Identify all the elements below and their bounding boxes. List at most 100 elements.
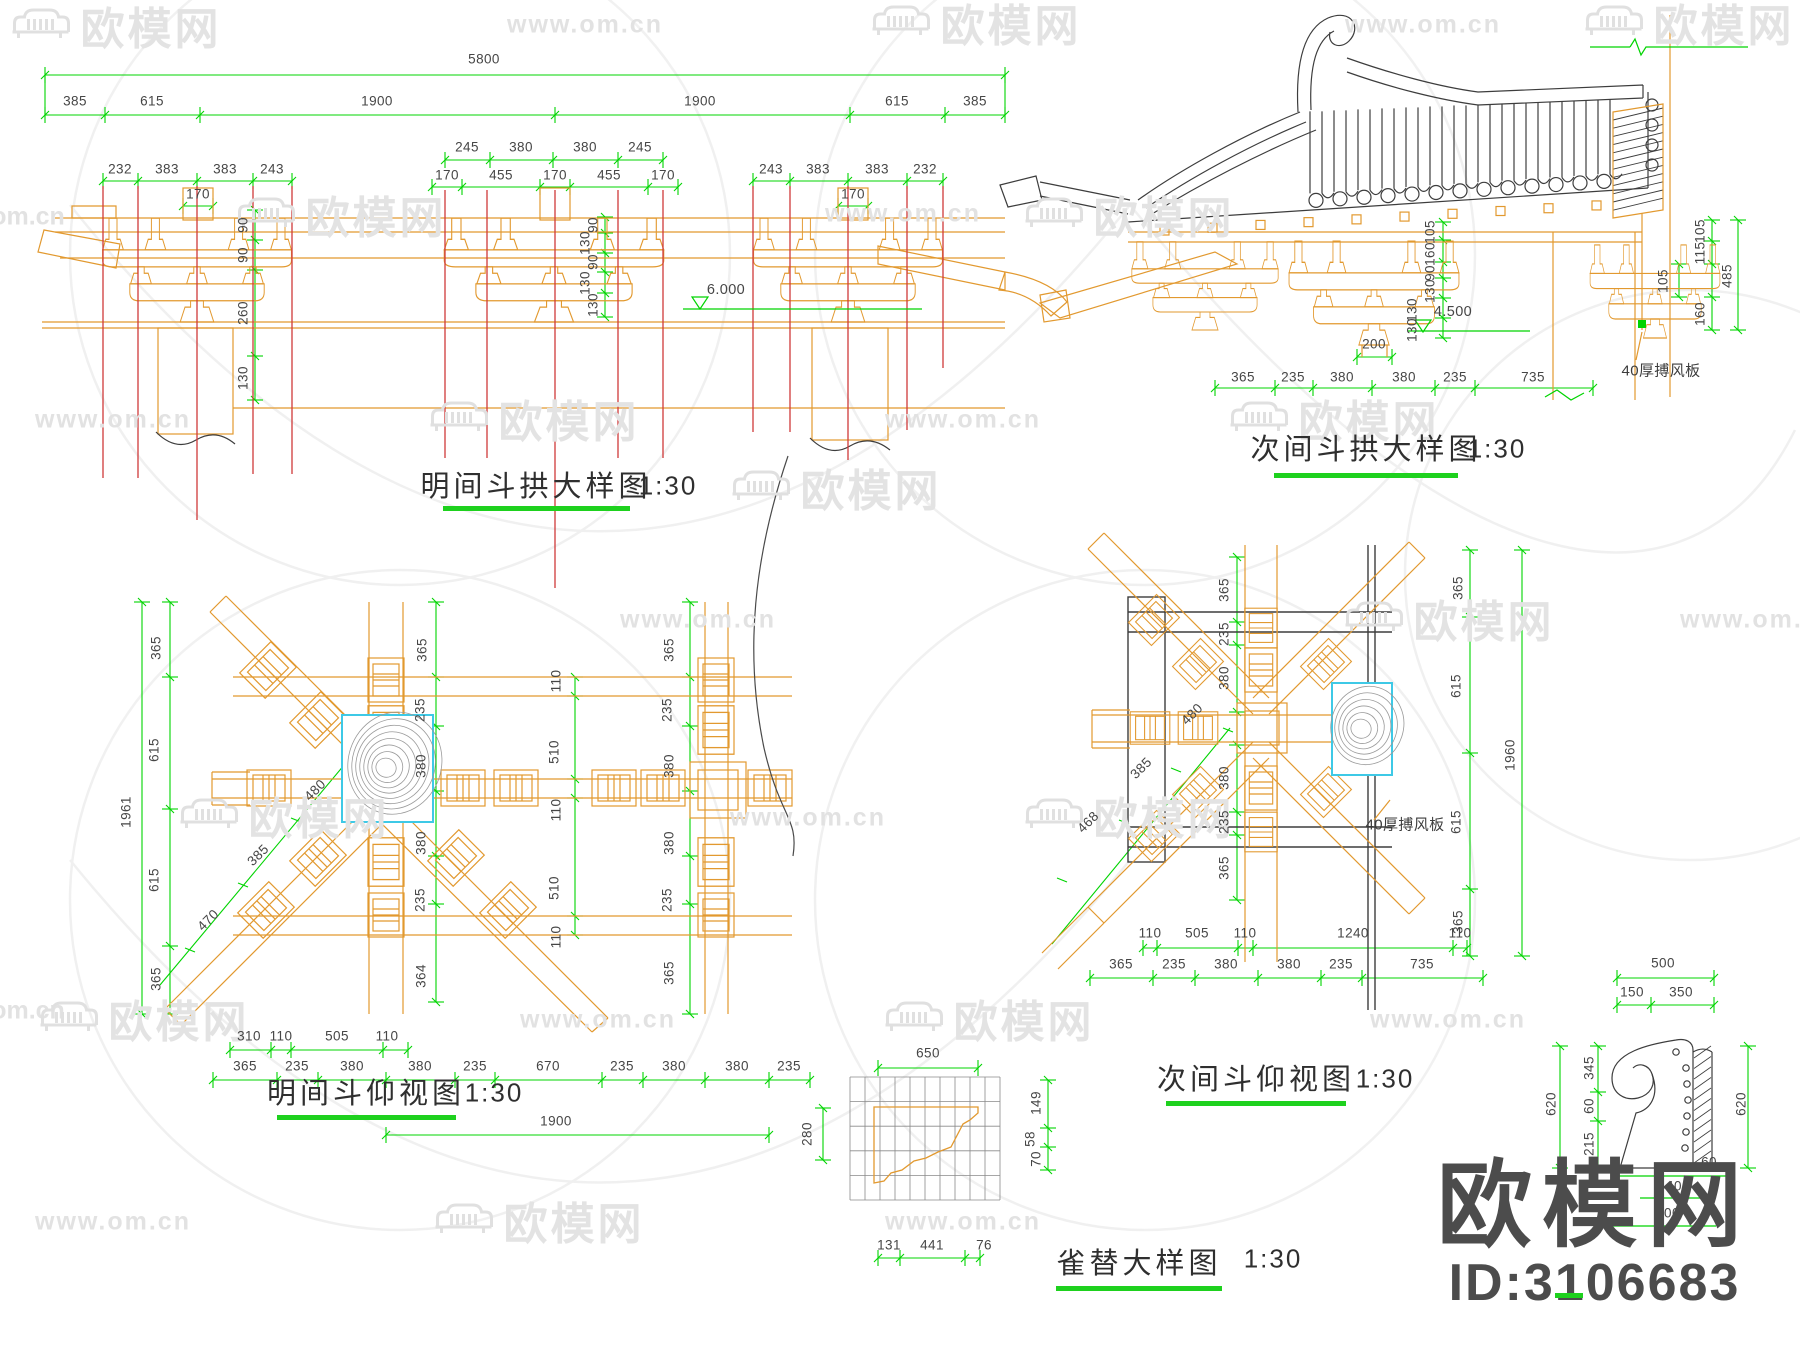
plan_cijian-dim-label: 365 [1450,576,1466,600]
elev_mingjian-dim-label: 455 [597,167,621,183]
plan_cijian-dim-label: 235 [1329,956,1353,972]
plan_mingjian-dim-label: 380 [661,754,677,778]
plan_cijian-dim-label: 615 [1448,810,1464,834]
elev_cijian-dim-label: 235 [1443,369,1467,385]
plan_mingjian-dim-label: 365 [233,1058,257,1074]
plan_mingjian-dim-label: 1900 [540,1113,572,1129]
elev_cijian-dim-label: 160 [1422,242,1438,266]
plan_cijian-dim-label: 615 [1448,674,1464,698]
plan_cijian-dim-label: 110 [1138,925,1162,941]
plan_mingjian-dim-label: 670 [536,1058,560,1074]
bofengban-linework [1611,1038,1713,1169]
elev_mingjian-dim-label: 5800 [468,51,500,67]
note-label: 40厚搏风板 [1365,816,1445,834]
plan_cijian-dim-label: 1960 [1502,739,1518,771]
plan_mingjian-dim-label: 235 [463,1058,487,1074]
plan_cijian-dim-label: 505 [1185,925,1209,941]
plan_cijian-dim-label: 110 [1233,925,1257,941]
elev_mingjian-dim-label: 383 [806,161,830,177]
plan_mingjian-dim-label: 110 [269,1028,293,1044]
break-line [753,455,795,857]
elev_mingjian-dim-label: 245 [455,139,479,155]
bofengban-dim-label: 620 [1543,1092,1559,1116]
bofengban-dim-label: 440 [1658,1178,1682,1194]
elev_mingjian-dim-label: 90 [585,254,601,270]
elev_mingjian-dim-label: 170 [651,167,675,183]
elev_cijian-dim-label: 105 [1655,269,1671,293]
wood-grain [347,711,443,815]
wood-grain [1330,685,1405,766]
plan_mingjian-dim-label: 380 [662,1058,686,1074]
plan_cijian-dim-label: 380 [1216,766,1232,790]
drawing-scale: 1:30 [1243,1243,1303,1274]
watermark-circles [68,0,1800,1232]
elev_cijian-dim-label: 735 [1521,369,1545,385]
elev_mingjian-dim-label: 170 [543,167,567,183]
bofengban-dim-label: 500 [1651,955,1675,971]
plan_cijian-dim-label: 365 [1216,578,1232,602]
plan_mingjian-dim-label: 235 [412,888,428,912]
queti-grid [849,1076,1001,1201]
queti-dim-label: 76 [976,1237,992,1253]
plan_mingjian-dim-label: 380 [725,1058,749,1074]
elev_mingjian-dim-label: 615 [885,93,909,109]
plan_mingjian-dim-label: 615 [146,738,162,762]
dimension-lines [40,67,1756,1266]
plan_mingjian-dim-label: 235 [659,698,675,722]
plan_mingjian-dim-label: 110 [375,1028,399,1044]
title-underline [1166,1101,1346,1106]
elevation-mingjian-linework [37,187,1068,441]
elev_cijian-dim-label: 105 [1692,219,1708,243]
plan_mingjian-dim-label: 380 [413,754,429,778]
queti-dim-label: 441 [920,1237,944,1253]
plan_cijian-dim-label: 365 [1109,956,1133,972]
elev_cijian-dim-label: 365 [1231,369,1255,385]
elev_mingjian-dim-label: 1900 [361,93,393,109]
title-underline [1274,473,1458,478]
bofengban-hatch [1693,1045,1712,1164]
elev_mingjian-dim-label: 170 [186,186,210,202]
elev_cijian-dim-label: 380 [1392,369,1416,385]
plan_cijian-dim-label: 380 [1216,666,1232,690]
queti-dim-label: 131 [877,1237,901,1253]
plan_mingjian-dim-label: 235 [412,698,428,722]
elev_mingjian-dim-label: 383 [213,161,237,177]
elev_mingjian-dim-label: 232 [108,161,132,177]
bofengban-dim-label: 345 [1581,1056,1597,1080]
plan_mingjian-dim-label: 380 [413,831,429,855]
bofengban-dim-label: 500 [1656,1205,1680,1221]
queti-dim-label: 149 [1028,1091,1044,1115]
plan-mingjian-highlight-block [341,714,434,823]
elev_cijian-dim-label: 200 [1362,336,1386,352]
level-label: 6.000 [706,282,746,298]
plan_cijian-dim-label: 365 [1216,856,1232,880]
elev_mingjian-dim-label: 130 [235,366,251,390]
plan_mingjian-dim-label: 310 [237,1028,261,1044]
plan_cijian-dim-label: 235 [1216,810,1232,834]
queti-dim-label: 70 [1028,1151,1044,1167]
drawing-scale: 1:30 [1355,1063,1415,1094]
plan_mingjian-dim-label: 365 [148,967,164,991]
plan_mingjian-dim-label: 380 [340,1058,364,1074]
plan_mingjian-dim-label: 380 [408,1058,432,1074]
site-id-underline [1554,1293,1583,1298]
plan_mingjian-dim-label: 365 [661,638,677,662]
bofengban-dim-label: 350 [1669,984,1693,1000]
elev_mingjian-dim-label: 232 [913,161,937,177]
plan_cijian-dim-label: 235 [1162,956,1186,972]
queti-dim-label: 58 [1022,1131,1038,1147]
title-underline [277,1115,456,1120]
plan-mingjian-linework [164,595,793,1033]
elev_mingjian-dim-label: 243 [759,161,783,177]
elevation-cijian-brackets [1038,15,1721,400]
plan_mingjian-dim-label: 1961 [118,796,134,828]
elev_mingjian-dim-label: 130 [577,231,593,255]
bofengban-dim-label: 150 [1620,984,1644,1000]
site-id-text: ID:3106683 [1448,1254,1741,1313]
elev_cijian-dim-label: 485 [1719,264,1735,288]
title-underline [1056,1286,1222,1291]
elev_mingjian-dim-label: 385 [963,93,987,109]
plan_mingjian-dim-label: 235 [610,1058,634,1074]
site-watermark: 欧模网 ID:3106683 [1437,1159,1752,1314]
